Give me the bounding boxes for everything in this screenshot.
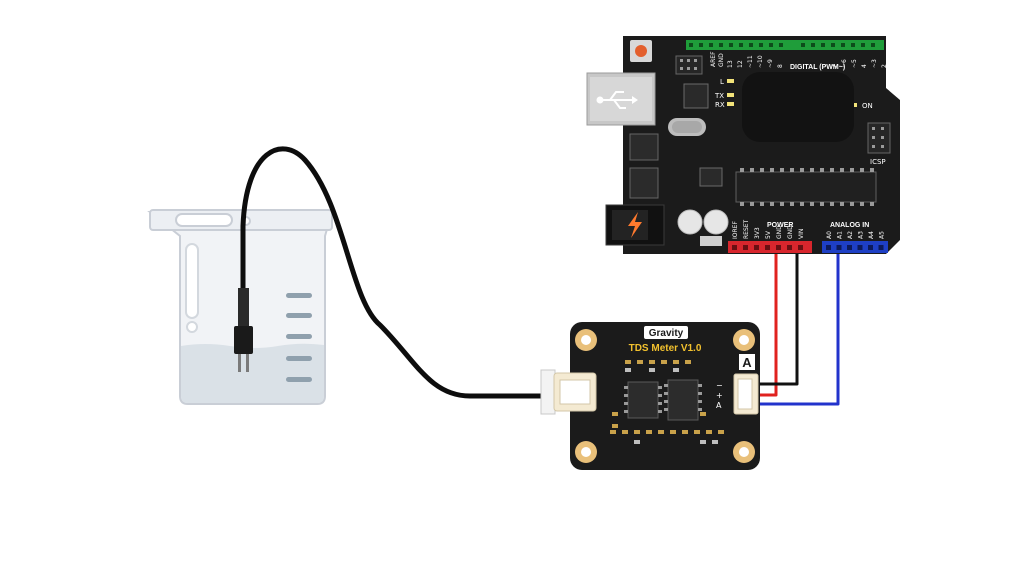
digital-header (686, 40, 884, 50)
digital-pin-label: 2 (881, 64, 888, 68)
digital-pin-label: ~3 (871, 59, 878, 68)
gravity-brand: Gravity (649, 328, 684, 339)
smd-components (610, 360, 724, 434)
smd-components-light (625, 368, 718, 444)
probe-body (238, 288, 249, 328)
digital-pin-label: 12 (737, 60, 744, 68)
tds-board (570, 322, 760, 470)
lightning-icon (628, 212, 642, 238)
power-pin-label: IOREF (732, 221, 739, 239)
chip-pins (624, 384, 702, 413)
analog-header-label: ANALOG IN (830, 222, 869, 229)
beaker-spout-slot (175, 213, 233, 227)
power-pin-labels: IOREF RESET 3V3 5V GND GND VIN (732, 219, 805, 239)
analog-header-holes (826, 245, 884, 250)
probe-pin-right (246, 354, 249, 372)
probe-cap (234, 326, 253, 354)
wire-black-gnd (758, 248, 799, 386)
digital-pin-label: ~10 (757, 55, 764, 68)
power-pin-label: VIN (798, 229, 805, 239)
tds-title: TDS Meter V1.0 (629, 343, 702, 354)
chip-2 (667, 379, 699, 421)
digital-pin-label: 8 (777, 64, 784, 68)
usb-chip (683, 83, 709, 109)
interface-badge-box (739, 354, 755, 370)
logo-area (742, 72, 854, 142)
voltage-regulator-1 (629, 133, 659, 161)
icsp-top (675, 55, 703, 75)
power-header-label: POWER (767, 222, 793, 229)
capacitor-2 (703, 209, 729, 235)
led-tx-label: TX (714, 92, 724, 100)
digital-pin-label: ~11 (747, 55, 754, 68)
small-chip (699, 167, 723, 187)
power-pin-label: 5V (765, 230, 772, 239)
atmega-pins (740, 168, 874, 206)
power-header-holes (732, 245, 803, 250)
icsp-label: ICSP (870, 158, 886, 166)
power-pin-label: GND (776, 225, 783, 239)
mounting-holes (575, 329, 755, 463)
gravity-badge (644, 326, 688, 339)
digital-pin-label: RX 0 (901, 54, 908, 68)
tds-probe (234, 146, 548, 399)
pin-label-minus: − (716, 381, 723, 390)
power-pin-label: 3V3 (754, 227, 761, 239)
digital-pin-label: TX 1 (891, 54, 898, 69)
beaker-highlight-dot (186, 321, 198, 333)
signal-wires (758, 248, 840, 406)
gnd-label-top: GND (718, 53, 725, 67)
digital-pin-label: 7 (831, 64, 838, 68)
beaker-highlight (185, 243, 199, 319)
pin-label-a: A (716, 401, 722, 410)
digital-header-label: DIGITAL (PWM~) (790, 64, 845, 71)
digital-pin-label: ~6 (841, 59, 848, 68)
interface-badge: A (742, 355, 752, 370)
digital-pin-label: ~9 (767, 59, 774, 68)
analog-header (822, 241, 888, 253)
digital-pin-label: ~5 (851, 59, 858, 68)
usb-icon (596, 91, 638, 109)
on-label: ON (862, 102, 873, 110)
digital-header-holes (689, 43, 875, 47)
power-pin-label: RESET (743, 219, 750, 239)
digital-pin-label: 13 (727, 60, 734, 68)
analog-pin-label: A3 (858, 231, 865, 239)
analog-pin-label: A5 (879, 231, 886, 239)
icsp-right (867, 122, 891, 154)
beaker-measure-marks (286, 293, 312, 382)
wire-red-5v (758, 248, 778, 397)
wire-blue-a1 (758, 248, 840, 406)
atmega-chip (735, 171, 877, 203)
pin-label-plus: + (716, 391, 723, 400)
digital-pin-label: 4 (861, 64, 868, 68)
analog-pin-label: A0 (826, 231, 833, 239)
probe-pin-left (238, 354, 241, 372)
aref-label: AREF (710, 51, 717, 67)
analog-pin-label: A4 (868, 231, 875, 239)
chip-1 (627, 381, 659, 419)
probe-jack-plug (540, 369, 556, 415)
tds-meter-module: Gravity TDS Meter V1.0 A (540, 322, 760, 470)
capacitor-1 (677, 209, 703, 235)
analog-pin-label: A2 (847, 231, 854, 239)
voltage-regulator-2 (629, 167, 659, 199)
led-l-label: L (720, 78, 724, 86)
power-pin-label: GND (787, 225, 794, 239)
analog-pin-label: A1 (837, 231, 844, 239)
led-rx-label: RX (715, 101, 725, 109)
probe-cable (240, 146, 548, 399)
